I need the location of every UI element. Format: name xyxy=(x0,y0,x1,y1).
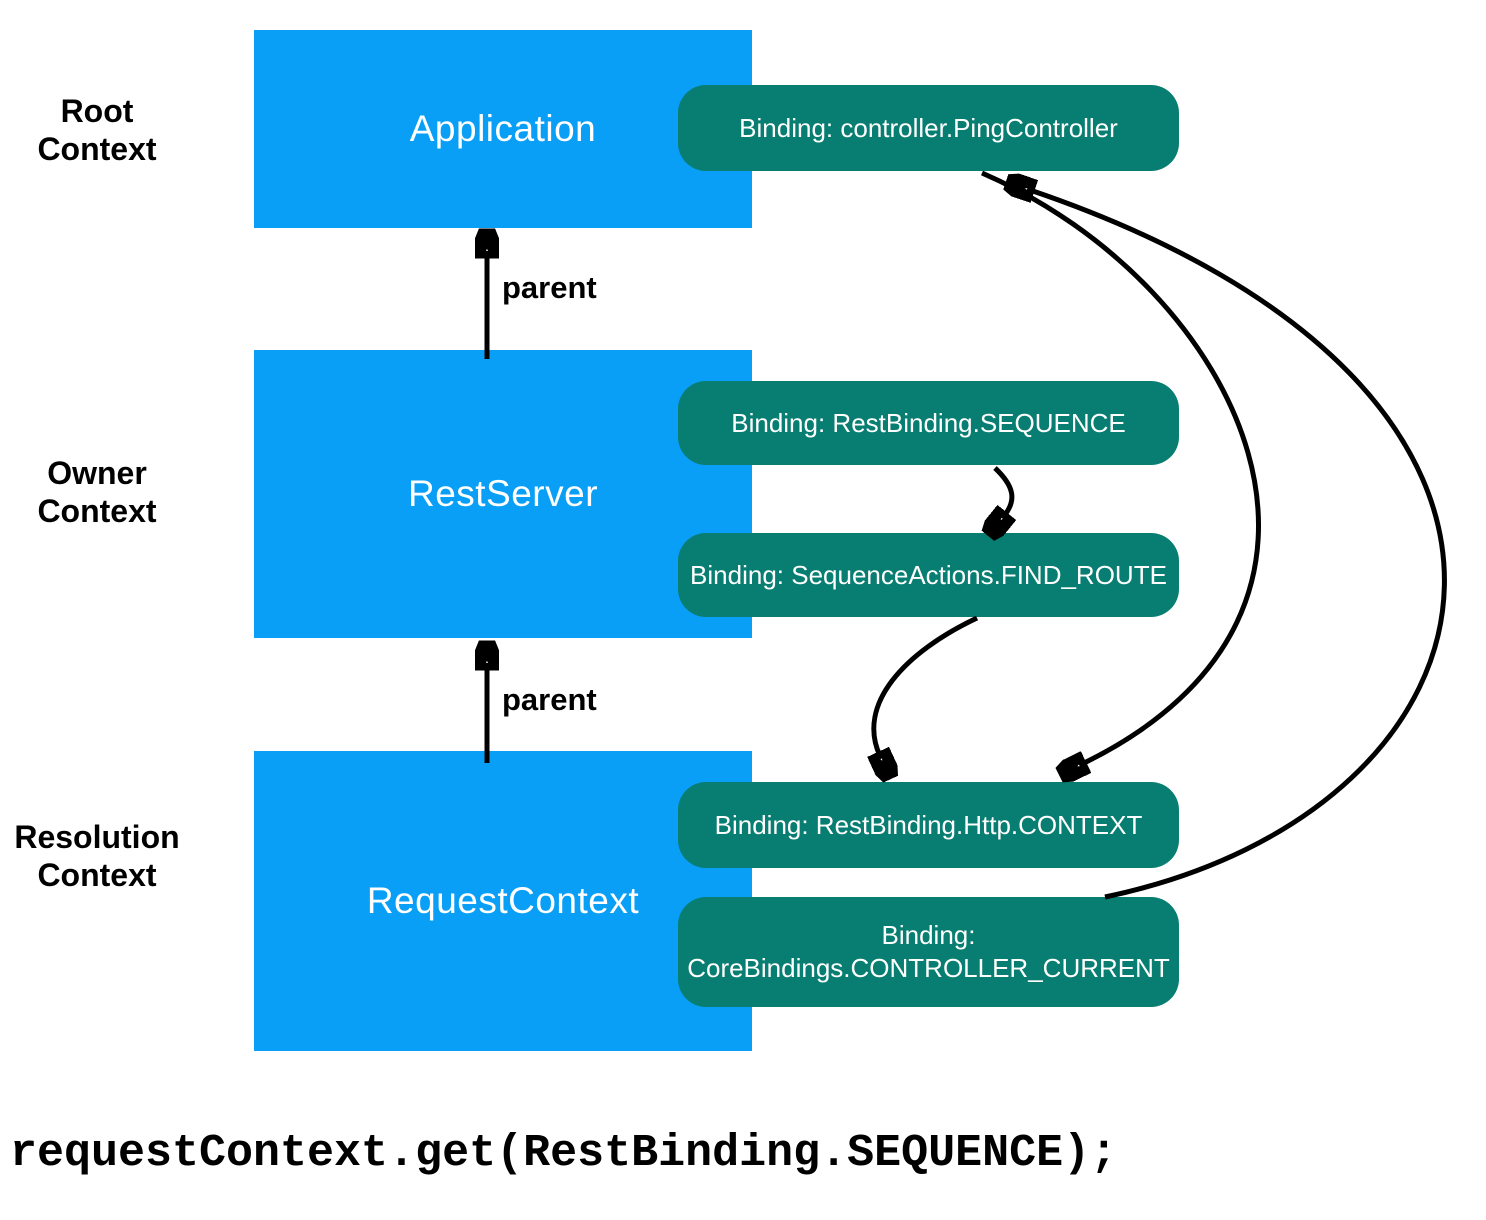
binding-label-line: Binding: xyxy=(881,920,976,950)
binding-label-line: CoreBindings.CONTROLLER_CURRENT xyxy=(687,953,1170,983)
row-label-line: Root xyxy=(60,93,134,129)
binding-pill-rest-sequence: Binding: RestBinding.SEQUENCE xyxy=(678,381,1179,465)
binding-pill-controller-current: Binding: CoreBindings.CONTROLLER_CURRENT xyxy=(678,897,1179,1007)
binding-pill-ping-controller: Binding: controller.PingController xyxy=(678,85,1179,171)
row-label-line: Context xyxy=(37,857,157,893)
binding-pill-find-route: Binding: SequenceActions.FIND_ROUTE xyxy=(678,533,1179,617)
row-label-line: Resolution xyxy=(14,819,180,855)
row-label-line: Context xyxy=(37,493,157,529)
context-box-restserver: RestServer xyxy=(254,350,752,638)
row-label-root-context: Root Context xyxy=(0,92,202,168)
context-box-application: Application xyxy=(254,30,752,228)
binding-label: Binding: SequenceActions.FIND_ROUTE xyxy=(690,559,1167,590)
binding-pill-http-context: Binding: RestBinding.Http.CONTEXT xyxy=(678,782,1179,868)
row-label-owner-context: Owner Context xyxy=(0,454,202,530)
binding-label: Binding: controller.PingController xyxy=(739,112,1118,143)
context-box-title: Application xyxy=(409,108,597,149)
row-label-line: Context xyxy=(37,131,157,167)
context-box-title: RestServer xyxy=(407,473,599,514)
parent-edge-label: parent xyxy=(502,682,597,717)
row-label-resolution-context: Resolution Context xyxy=(0,818,202,894)
row-label-line: Owner xyxy=(47,455,147,491)
binding-label: Binding: RestBinding.Http.CONTEXT xyxy=(714,809,1143,840)
flow-arrow-pingcontroller-to-context xyxy=(981,170,1261,764)
context-box-requestcontext: RequestContext xyxy=(254,751,752,1051)
parent-edge-label: parent xyxy=(502,270,597,305)
flow-arrow-sequence-to-findroute xyxy=(995,466,1012,516)
flow-arrow-findroute-to-context xyxy=(874,615,979,756)
code-snippet: requestContext.get(RestBinding.SEQUENCE)… xyxy=(10,1128,1118,1179)
context-box-title: RequestContext xyxy=(366,880,640,921)
binding-label: Binding: RestBinding.SEQUENCE xyxy=(731,407,1126,438)
